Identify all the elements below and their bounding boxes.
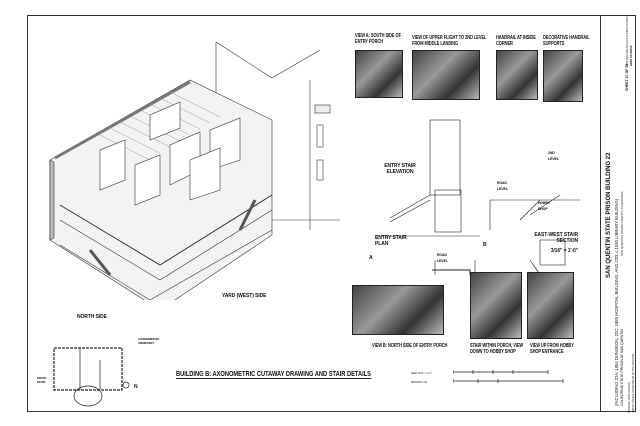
photo-caption-view-b: VIEW B: NORTH SIDE OF ENTRY PORCH xyxy=(372,343,448,349)
second-level-label: 2ND LEVEL xyxy=(548,151,559,161)
habs-number: HABS CA-2695-B xyxy=(630,45,633,66)
graphic-scale-bar xyxy=(453,370,564,383)
agency-nps: NATIONAL PARK SERVICE xyxy=(628,381,631,413)
photo-view-a xyxy=(355,50,403,98)
north-arrow: N xyxy=(134,384,138,390)
project-county: SAN QUENTIN, MARIN COUNTY, CALIFORNIA xyxy=(620,191,624,256)
scale-feet: FEET 3/16" = 1'-0" xyxy=(411,372,432,375)
project-subtitle: (INCLUDING 22A: 1854 DUNGEON, 22C: 1885 … xyxy=(614,198,619,406)
photo-view-up xyxy=(527,272,574,339)
photo-caption-decorative-supports: DECORATIVE HANDRAIL SUPPORTS xyxy=(543,35,590,47)
axonometric-cutaway-drawing xyxy=(49,41,340,300)
photo-caption-stair-within-porch: STAIR WITHIN PORCH, VIEW DOWN TO HOBBY S… xyxy=(470,343,524,355)
entry-stair-plan-label: ENTRY STAIR PLAN xyxy=(375,235,407,247)
key-plan xyxy=(53,347,130,407)
hobby-shop-label: HOBBY SHOP xyxy=(538,201,551,211)
road-level-label-plan: ROAD LEVEL xyxy=(437,253,448,263)
marker-b: B xyxy=(483,242,487,248)
entry-stair-elevation-label: ENTRY STAIR ELEVATION xyxy=(384,163,416,175)
photo-handrail xyxy=(496,50,538,100)
section-scale: 3/16" = 1'-0" xyxy=(550,248,578,254)
project-location: CALIFORNIA STATE PRISON AT SAN QUENTIN xyxy=(620,329,624,406)
agency-doi: UNITED STATES DEPARTMENT OF THE INTERIOR xyxy=(632,353,635,413)
sheet-border xyxy=(27,15,601,412)
sheet-title: BUILDING B: AXONOMETRIC CUTAWAY DRAWING … xyxy=(176,369,371,379)
entry-stair-label: ENTRY STAIR xyxy=(37,376,47,384)
north-side-label: NORTH SIDE xyxy=(77,314,107,320)
section-label: EAST-WEST STAIR SECTION xyxy=(534,232,578,244)
marker-a: A xyxy=(369,255,373,261)
title-block: SAN QUENTIN STATE PRISON BUILDING 22 (IN… xyxy=(601,15,636,413)
road-level-label-section: ROAD LEVEL xyxy=(497,181,508,191)
photo-view-b xyxy=(352,285,444,335)
photo-caption-handrail: HANDRAIL AT INSIDE CORNER xyxy=(496,35,536,47)
photo-caption-view-up: VIEW UP FROM HOBBY SHOP ENTRANCE xyxy=(530,343,574,355)
survey-name: HISTORIC AMERICAN BUILDINGS SURVEY xyxy=(626,15,629,66)
viewpoint-label: AXONOMETRIC VIEWPOINT xyxy=(138,337,160,345)
photo-caption-upper-flight: VIEW OF UPPER FLIGHT TO 2ND LEVEL FROM M… xyxy=(412,35,487,47)
photo-decorative-supports xyxy=(543,50,583,102)
photo-upper-flight xyxy=(412,50,480,100)
stair-details-drawing xyxy=(375,119,580,275)
scale-meters: METERS 1:64 xyxy=(411,381,427,384)
sheet-number: SHEET 21 OF 25 xyxy=(625,63,629,91)
project-title: SAN QUENTIN STATE PRISON BUILDING 22 xyxy=(606,152,612,278)
yard-side-label: YARD (WEST) SIDE xyxy=(222,293,267,299)
photo-stair-within-porch xyxy=(470,272,522,339)
photo-caption-view-a: VIEW A: SOUTH SIDE OF ENTRY PORCH xyxy=(355,33,401,45)
